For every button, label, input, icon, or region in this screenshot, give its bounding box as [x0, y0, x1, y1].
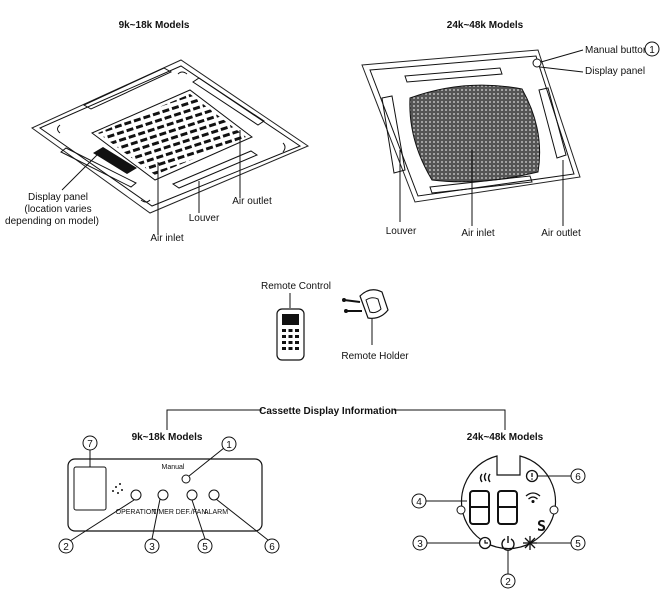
small-display-panel: [67, 458, 263, 532]
indicator-alarm-label: ALARM: [204, 509, 228, 516]
callout-3: 3: [149, 542, 155, 553]
leader-callout-6: [215, 498, 269, 541]
wifi-icon: [525, 492, 541, 504]
callout-2: 2: [63, 542, 69, 553]
large-callout-4-circle: [411, 493, 427, 509]
callout-6-circle: [264, 538, 280, 554]
indicator-operation-label: OPERATION: [116, 509, 157, 516]
remote-holder-icon: [342, 289, 389, 319]
label-display-panel-note-1: (location varies: [24, 204, 91, 215]
small-s-digit: S: [537, 517, 546, 535]
label-manual-button: Manual button: [585, 45, 648, 56]
label-air-outlet-small: Air outlet: [232, 196, 272, 207]
callout-manual-num: 1: [649, 45, 655, 56]
label-louver-large: Louver: [386, 226, 417, 237]
large-callout-6-circle: [570, 468, 586, 484]
bracket-left: [166, 409, 262, 430]
leader-callout-3: [151, 498, 161, 540]
label-air-outlet-large: Air outlet: [541, 228, 581, 239]
callout-2-circle: [58, 538, 74, 554]
callout-7-circle: [82, 435, 98, 451]
large-display-panel: S: [456, 455, 559, 551]
heat-icon: [479, 472, 491, 483]
display-info-title: Cassette Display Information: [259, 406, 397, 417]
leader-callout-2: [69, 499, 135, 542]
callout-7: 7: [87, 439, 93, 450]
label-air-inlet-small: Air inlet: [150, 233, 184, 244]
callout-5: 5: [202, 542, 208, 553]
leader-callout-1: [188, 447, 225, 477]
label-display-panel-large: Display panel: [585, 66, 645, 77]
indicator-timer-label: TIMER: [152, 509, 174, 516]
timer-icon: [478, 536, 492, 550]
leader-callout-5: [191, 499, 206, 540]
large-callout-2: 2: [505, 577, 511, 588]
large-callout-2-circle: [500, 573, 516, 589]
callout-5-circle: [197, 538, 213, 554]
leader-display-panel: [61, 153, 99, 191]
small-unit-title: 9k~18k Models: [119, 20, 190, 31]
large-callout-6: 6: [575, 472, 581, 483]
label-display-panel: Display panel: [28, 192, 88, 203]
large-callout-5: 5: [575, 539, 581, 550]
display-small-title: 9k~18k Models: [132, 432, 203, 443]
callout-3-circle: [144, 538, 160, 554]
indicator-manual-label: Manual: [162, 464, 185, 471]
large-callout-3: 3: [417, 539, 423, 550]
large-unit-title: 24k~48k Models: [447, 20, 524, 31]
remote-control-icon: [276, 308, 305, 361]
bracket-right: [394, 409, 506, 430]
large-callout-5-circle: [570, 535, 586, 551]
digit-display: [469, 490, 518, 525]
label-air-inlet-large: Air inlet: [461, 228, 495, 239]
small-cassette-unit: [31, 59, 310, 214]
label-louver-small: Louver: [189, 213, 220, 224]
callout-1-circle: [221, 436, 237, 452]
callout-circle-manual: [644, 41, 660, 57]
defrost-icon: [523, 536, 537, 550]
leader-display-panel-large: [539, 66, 584, 73]
label-display-panel-note-2: depending on model): [5, 216, 99, 227]
large-callout-3-circle: [412, 535, 428, 551]
callout-1: 1: [226, 440, 232, 451]
display-large-title: 24k~48k Models: [467, 432, 544, 443]
large-cassette-unit: [361, 49, 581, 203]
label-remote-holder: Remote Holder: [341, 351, 409, 362]
indicator-def-fan-label: DEF./FAN.: [176, 509, 209, 516]
leader-manual-button: [540, 49, 584, 63]
label-remote-control: Remote Control: [261, 281, 331, 292]
alarm-icon: [525, 469, 539, 483]
large-callout-4: 4: [416, 497, 422, 508]
callout-6: 6: [269, 542, 275, 553]
